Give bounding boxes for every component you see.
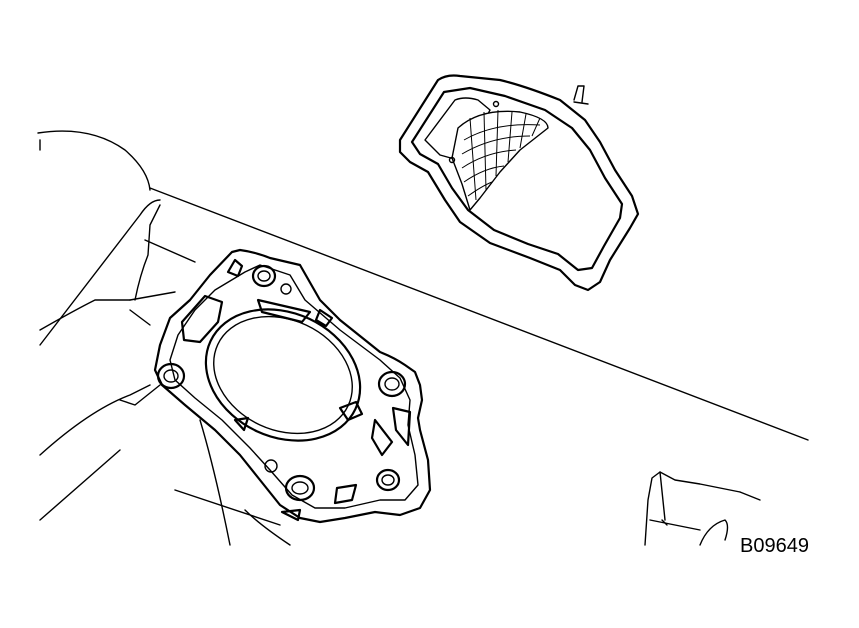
partial-component: [644, 471, 761, 546]
manifold-gasket: [398, 74, 640, 292]
figure-reference-code: B09649: [740, 535, 809, 557]
engine-body-outline: [37, 130, 809, 546]
cylinder-head-gasket: [153, 248, 432, 524]
